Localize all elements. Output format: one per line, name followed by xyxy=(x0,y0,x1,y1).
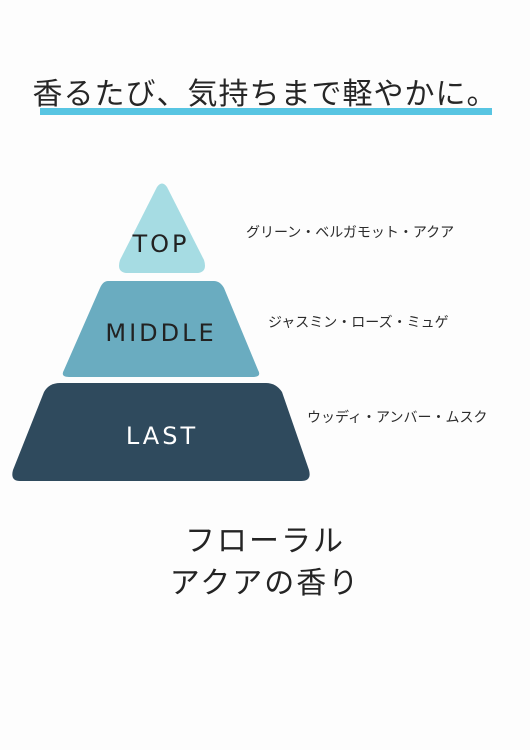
middle-notes: ジャスミン・ローズ・ミュゲ xyxy=(268,315,449,331)
pyramid-tier-last xyxy=(12,383,310,481)
last-notes: ウッディ・アンバー・ムスク xyxy=(307,410,488,426)
scent-title: フローラル アクアの香り xyxy=(0,521,530,605)
pyramid-label-last: LAST xyxy=(126,422,198,450)
headline-underline xyxy=(40,108,492,115)
scent-title-line-2: アクアの香り xyxy=(169,566,361,601)
headline-section: 香るたび、気持ちまで軽やかに。 xyxy=(0,70,530,130)
fragrance-pyramid: TOP MIDDLE LAST xyxy=(12,183,310,481)
top-notes: グリーン・ベルガモット・アクア xyxy=(246,225,455,241)
pyramid-label-top: TOP xyxy=(131,230,189,258)
pyramid-tier-top xyxy=(119,183,205,273)
pyramid-tier-middle xyxy=(62,281,260,377)
headline: 香るたび、気持ちまで軽やかに。 xyxy=(32,77,498,112)
pyramid-label-middle: MIDDLE xyxy=(105,319,216,347)
scent-title-line-1: フローラル xyxy=(185,524,345,559)
